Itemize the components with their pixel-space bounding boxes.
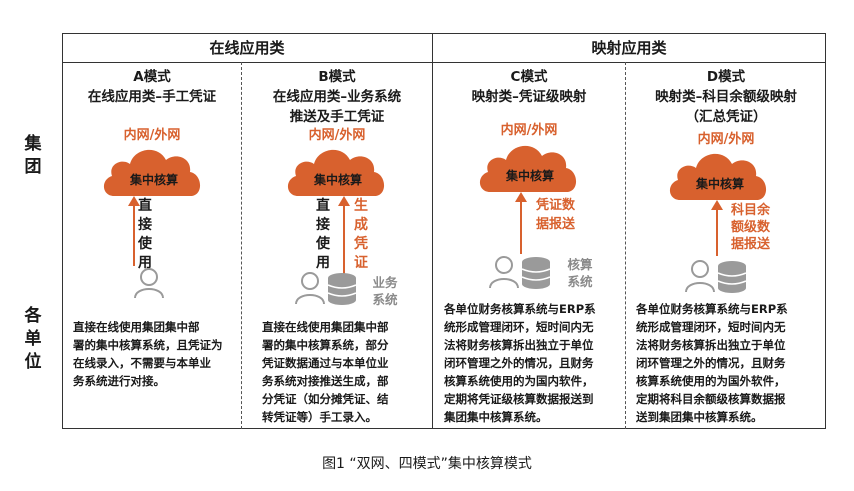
- figure-caption: 图1 “双网、四模式”集中核算模式: [322, 456, 532, 472]
- diagram-frame: [62, 33, 826, 429]
- mode-c-arrow-icon: [515, 192, 527, 254]
- mode-b-user-db-icon: [295, 272, 357, 305]
- mode-c-network: 内网/外网: [500, 123, 558, 138]
- category-divider: [432, 33, 433, 429]
- mode-d-user-db-icon: [685, 260, 747, 293]
- mode-b-arrow-icon: [338, 196, 350, 276]
- mode-d-description: 各单位财务核算系统与ERP系 统形成管理闭环，短时间内无 法将财务核算拆出独立于…: [636, 302, 788, 424]
- mode-b-system-label: 业务系统: [372, 275, 398, 307]
- mode-divider-ab: [241, 62, 242, 429]
- mode-c-cloud-label: 集中核算: [505, 168, 554, 183]
- mode-divider-cd: [625, 62, 626, 429]
- mode-d-cloud-icon: 集中核算: [669, 153, 767, 200]
- category-online: 在线应用类: [209, 39, 285, 57]
- mode-b-flow2-label: 生成凭证: [354, 198, 368, 271]
- mode-d-flow-label: 科目余额级数据报送: [731, 203, 771, 252]
- mode-c-system-label: 核算系统: [567, 257, 593, 289]
- mode-b-title: B模式 在线应用类–业务系统 推送及手工凭证: [272, 69, 402, 125]
- side-label-group: 集团: [24, 134, 42, 177]
- side-label-unit: 各单位: [24, 306, 42, 372]
- mode-b-flow-label: 直接使用: [316, 198, 330, 271]
- mode-c-user-db-icon: [489, 256, 551, 289]
- mode-c-cloud-icon: 集中核算: [479, 145, 577, 192]
- mode-c-flow-label: 凭证数据报送: [536, 198, 576, 232]
- mode-a-arrow-icon: [128, 196, 140, 266]
- mode-a-flow-label: 直接使用: [138, 198, 152, 271]
- mode-a-cloud-label: 集中核算: [129, 172, 178, 187]
- mode-b-cloud-label: 集中核算: [313, 172, 362, 187]
- mode-d-network: 内网/外网: [697, 132, 755, 147]
- mode-b-cloud-icon: 集中核算: [287, 149, 385, 196]
- mode-a-description: 直接在线使用集团集中部 署的集中核算系统，且凭证为 在线录入，不需要与本单业 务…: [73, 320, 223, 388]
- mode-a-title: A模式 在线应用类–手工凭证: [87, 69, 217, 105]
- mode-c-description: 各单位财务核算系统与ERP系 统形成管理闭环，短时间内无 法将财务核算拆出独立于…: [444, 302, 596, 424]
- mode-d-arrow-icon: [711, 200, 723, 256]
- category-mapping: 映射应用类: [591, 39, 667, 57]
- mode-b-description: 直接在线使用集团集中部 署的集中核算系统，部分 凭证数据通过与本单位业 务系统对…: [262, 320, 389, 424]
- mode-a-cloud-icon: 集中核算: [103, 149, 201, 196]
- mode-a-user-icon: [134, 268, 164, 299]
- mode-b-network: 内网/外网: [308, 128, 366, 143]
- mode-d-cloud-label: 集中核算: [695, 176, 744, 191]
- mode-c-title: C模式 映射类–凭证级映射: [471, 69, 587, 105]
- mode-a-network: 内网/外网: [123, 128, 181, 143]
- header-divider: [62, 62, 826, 63]
- mode-d-title: D模式 映射类–科目余额级映射 （汇总凭证）: [655, 69, 797, 125]
